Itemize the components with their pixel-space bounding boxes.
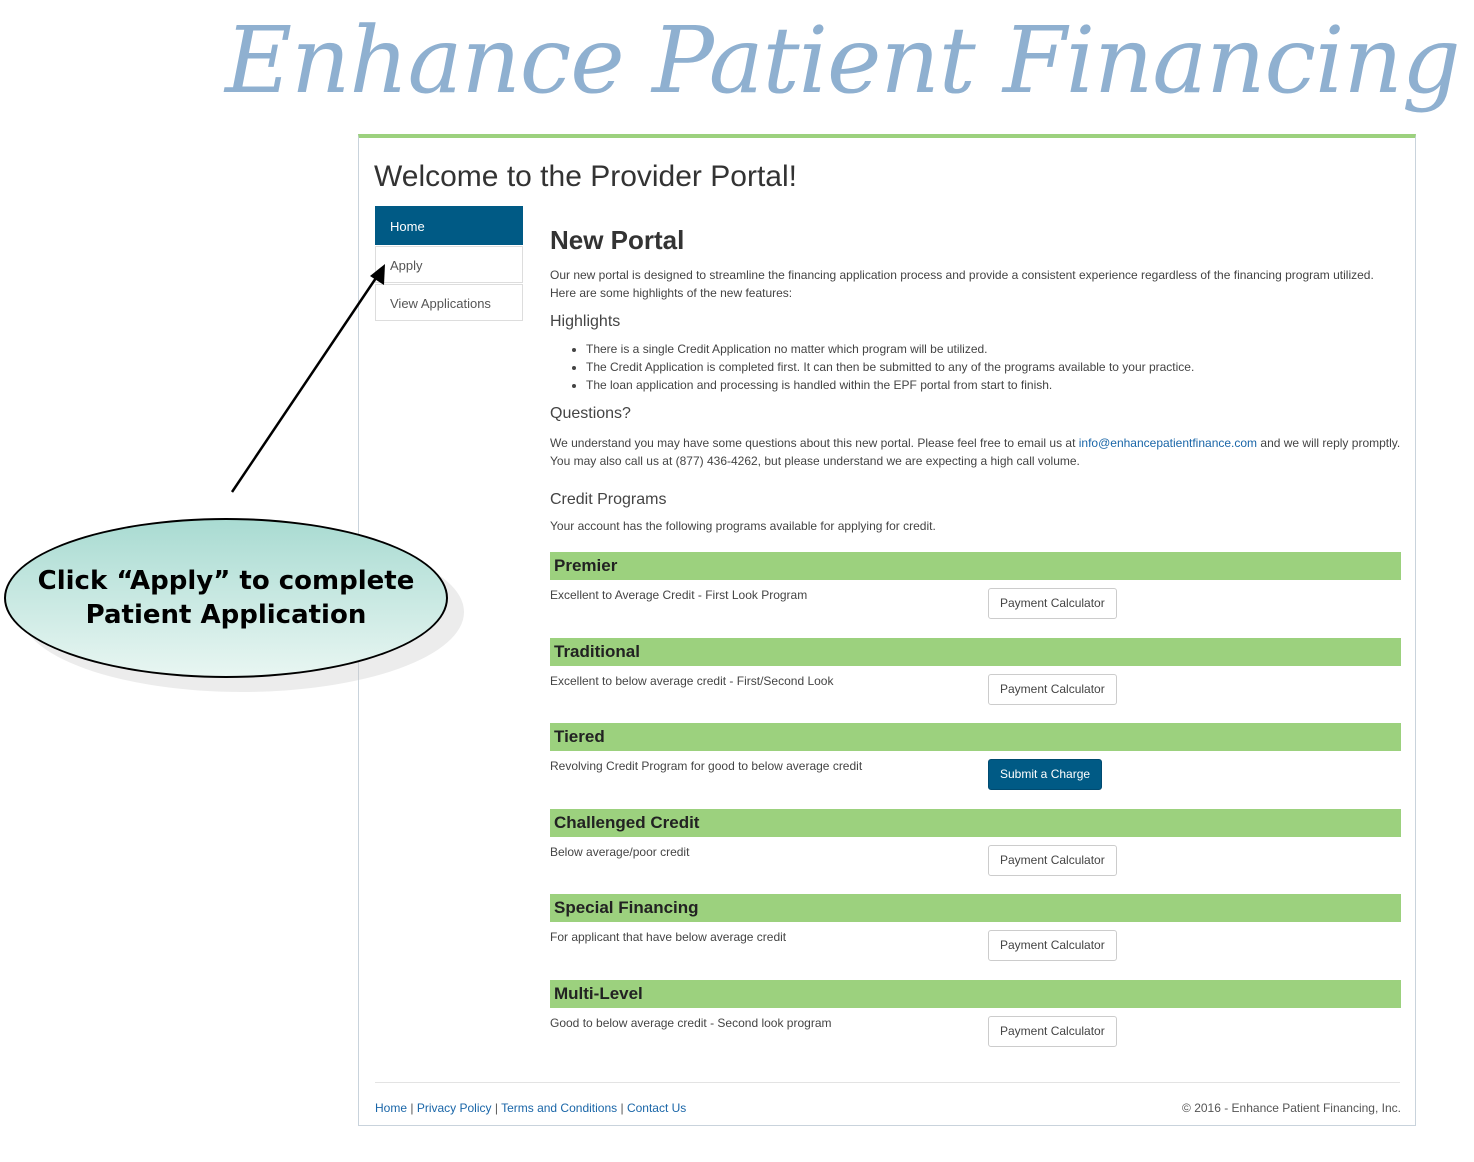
program-description: Excellent to Average Credit - First Look… xyxy=(550,588,808,602)
highlights-list: There is a single Credit Application no … xyxy=(550,340,1402,394)
program-tiered: Tiered Revolving Credit Program for good… xyxy=(550,723,1401,809)
provider-portal: Welcome to the Provider Portal! Home App… xyxy=(358,134,1416,1126)
sidebar-item-apply[interactable]: Apply xyxy=(375,246,523,283)
program-name: Tiered xyxy=(550,723,1401,751)
highlights-heading: Highlights xyxy=(550,313,621,330)
payment-calculator-button[interactable]: Payment Calculator xyxy=(988,844,1117,876)
program-special-financing: Special Financing For applicant that hav… xyxy=(550,894,1401,980)
sidebar-item-home[interactable]: Home xyxy=(375,206,523,245)
list-item: There is a single Credit Application no … xyxy=(586,340,1402,358)
main-content: New Portal Our new portal is designed to… xyxy=(550,224,1402,535)
footer-separator: | xyxy=(617,1101,627,1115)
program-name: Special Financing xyxy=(550,894,1401,922)
credit-programs-intro: Your account has the following programs … xyxy=(550,519,936,533)
questions-text-start: We understand you may have some question… xyxy=(550,436,1079,450)
sidebar-item-view-applications[interactable]: View Applications xyxy=(375,284,523,321)
instruction-callout: Click “Apply” to complete Patient Applic… xyxy=(4,518,448,678)
payment-calculator-button[interactable]: Payment Calculator xyxy=(988,930,1117,961)
program-description: Below average/poor credit xyxy=(550,844,690,859)
program-multi-level: Multi-Level Good to below average credit… xyxy=(550,979,1401,1066)
footer-separator: | xyxy=(491,1101,502,1115)
credit-programs-heading: Credit Programs xyxy=(550,491,667,508)
program-premier: Premier Excellent to Average Credit - Fi… xyxy=(550,552,1401,638)
footer-links: Home | Privacy Policy | Terms and Condit… xyxy=(375,1101,686,1115)
sidebar-nav: Home Apply View Applications xyxy=(375,206,523,322)
footer-link-contact-us[interactable]: Contact Us xyxy=(626,1101,687,1115)
program-name: Traditional xyxy=(550,637,1401,666)
page-title: Welcome to the Provider Portal! xyxy=(374,160,797,193)
copyright-text: © 2016 - Enhance Patient Financing, Inc. xyxy=(1182,1101,1401,1115)
program-name: Multi-Level xyxy=(550,979,1401,1008)
questions-text-end: and we will reply promptly. You may also… xyxy=(550,436,1401,468)
program-name: Challenged Credit xyxy=(550,808,1401,837)
footer-link-privacy-policy[interactable]: Privacy Policy xyxy=(416,1101,492,1115)
programs-list: Premier Excellent to Average Credit - Fi… xyxy=(550,552,1401,1065)
email-link[interactable]: info@enhancepatientfinance.com xyxy=(1078,436,1258,450)
program-traditional: Traditional Excellent to below average c… xyxy=(550,637,1401,724)
payment-calculator-button[interactable]: Payment Calculator xyxy=(988,673,1117,705)
payment-calculator-button[interactable]: Payment Calculator xyxy=(988,588,1117,619)
program-description: Excellent to below average credit - Firs… xyxy=(550,673,834,688)
list-item: The loan application and processing is h… xyxy=(586,376,1402,394)
callout-text: Click “Apply” to complete Patient Applic… xyxy=(37,566,415,630)
program-description: For applicant that have below average cr… xyxy=(550,930,787,944)
banner-title: Enhance Patient Financing xyxy=(225,7,1461,114)
intro-text: Our new portal is designed to streamline… xyxy=(550,268,1374,300)
submit-charge-button[interactable]: Submit a Charge xyxy=(988,759,1103,790)
list-item: The Credit Application is completed firs… xyxy=(586,358,1402,376)
payment-calculator-button[interactable]: Payment Calculator xyxy=(988,1015,1117,1047)
footer-divider xyxy=(375,1082,1400,1083)
section-heading-new-portal: New Portal xyxy=(550,225,685,255)
footer-separator: | xyxy=(407,1101,417,1115)
questions-text: We understand you may have some question… xyxy=(550,434,1402,470)
program-description: Good to below average credit - Second lo… xyxy=(550,1015,832,1030)
program-description: Revolving Credit Program for good to bel… xyxy=(550,759,863,773)
footer-link-home[interactable]: Home xyxy=(375,1101,408,1115)
footer-link-terms[interactable]: Terms and Conditions xyxy=(501,1101,618,1115)
questions-heading: Questions? xyxy=(550,405,631,422)
program-name: Premier xyxy=(550,552,1401,580)
program-challenged-credit: Challenged Credit Below average/poor cre… xyxy=(550,808,1401,895)
